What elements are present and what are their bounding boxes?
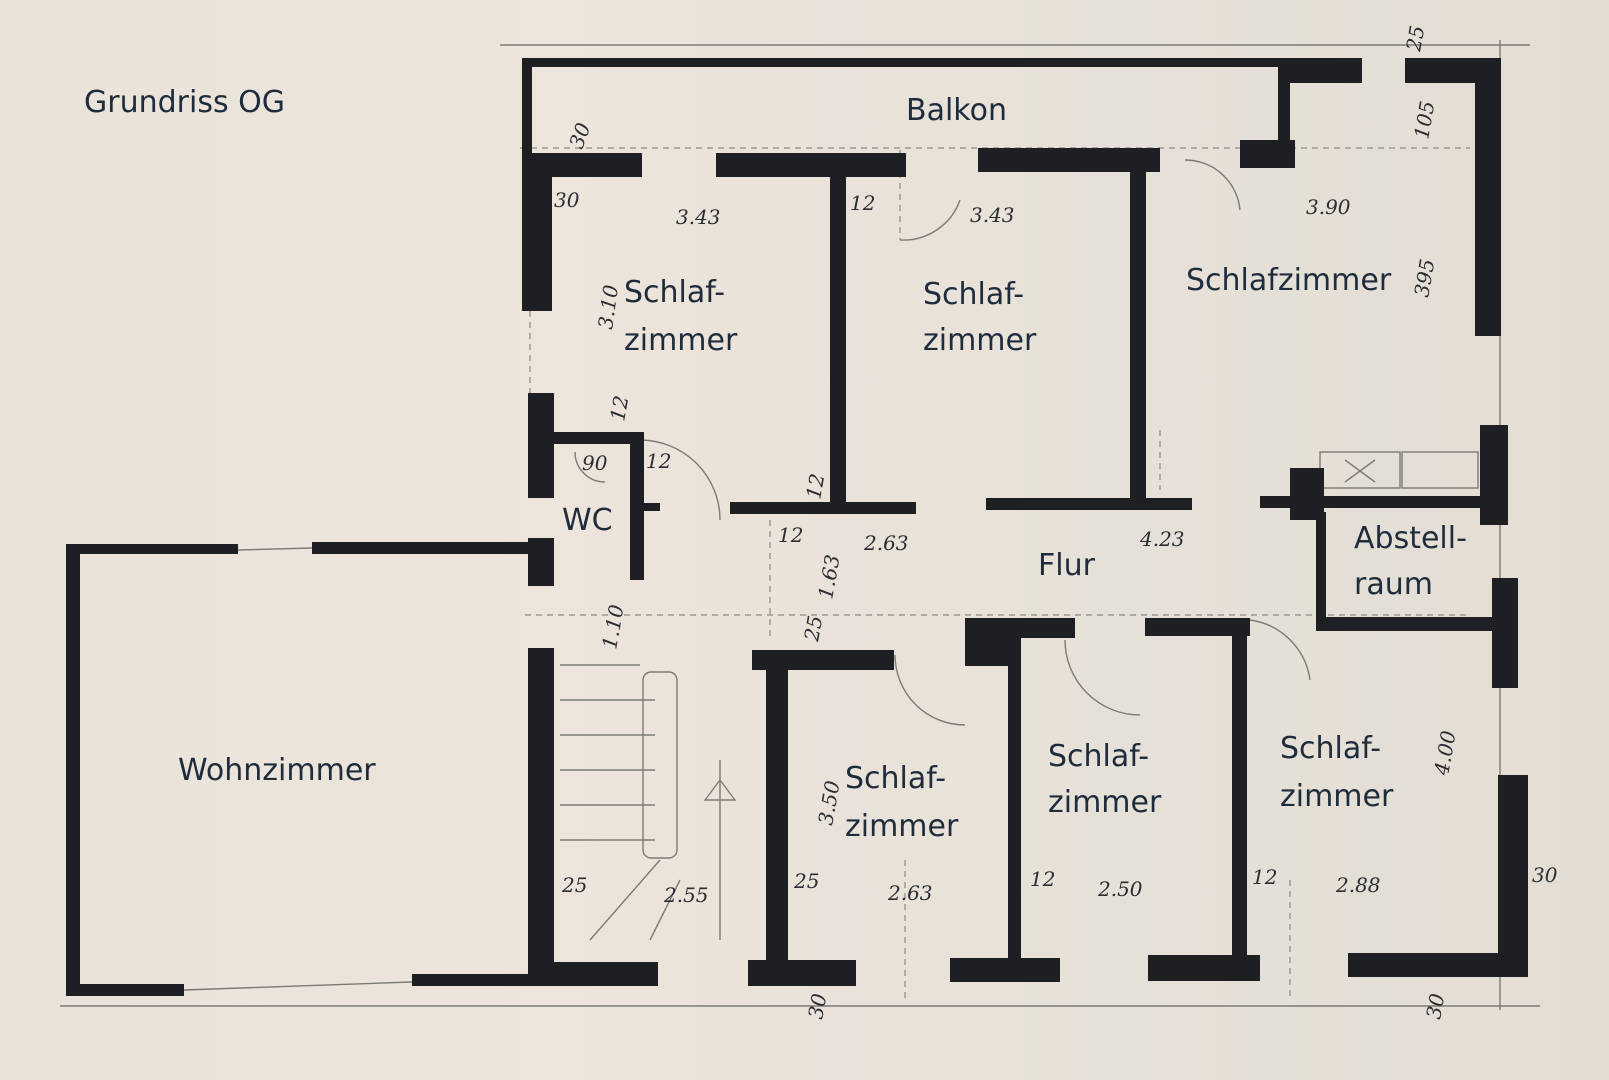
dimension-label: 2.88 <box>1335 873 1381 897</box>
room-label-schlafzimmer-4-line2: zimmer <box>845 809 959 844</box>
dimension-label: 3.43 <box>970 203 1015 227</box>
dimension-label: 105 <box>1409 99 1439 141</box>
room-label-abstellraum-line1: Abstell- <box>1354 521 1467 556</box>
room-labels: Grundriss OG Balkon Schlaf- zimmer Schla… <box>84 85 1467 844</box>
dimension-label: 3.43 <box>676 205 721 229</box>
dimension-label: 4.23 <box>1139 527 1185 551</box>
dimension-label: 2.50 <box>1097 877 1143 901</box>
room-label-schlafzimmer-5-line1: Schlaf- <box>1048 739 1149 774</box>
dimension-label: 30 <box>803 991 831 1021</box>
dimension-label: 12 <box>605 394 633 423</box>
dimension-label: 25 <box>1401 24 1429 54</box>
dimension-label: 90 <box>582 451 608 475</box>
dimension-label: 30 <box>1532 863 1558 887</box>
dimension-label: 12 <box>646 449 671 473</box>
dimension-label: 25 <box>799 614 827 644</box>
dimension-label: 30 <box>554 188 580 212</box>
room-label-schlafzimmer-6-line1: Schlaf- <box>1280 731 1381 766</box>
room-label-schlafzimmer-4-line1: Schlaf- <box>845 761 946 796</box>
dimension-label: 2.63 <box>863 531 909 555</box>
room-label-balkon: Balkon <box>906 93 1007 128</box>
dimension-label: 3.10 <box>593 283 623 331</box>
dimension-label: 1.63 <box>813 553 844 601</box>
plan-title: Grundriss OG <box>84 85 285 120</box>
door-swings <box>574 159 1479 726</box>
dimension-label: 2.55 <box>663 883 709 907</box>
dimension-label: 12 <box>778 523 803 547</box>
dimension-label: 3.50 <box>813 779 844 827</box>
room-label-schlafzimmer-1-line2: zimmer <box>624 323 738 358</box>
dimension-label: 25 <box>793 869 819 893</box>
room-label-schlafzimmer-3: Schlafzimmer <box>1186 263 1392 298</box>
room-label-wc: WC <box>562 503 613 538</box>
dimension-label: 30 <box>564 119 595 151</box>
room-label-abstellraum-line2: raum <box>1354 567 1433 602</box>
dimension-label: 1.10 <box>597 603 628 651</box>
room-label-wohnzimmer: Wohnzimmer <box>178 753 376 788</box>
room-label-schlafzimmer-2-line1: Schlaf- <box>923 277 1024 312</box>
dimension-label: 2.63 <box>887 881 933 905</box>
room-label-schlafzimmer-2-line2: zimmer <box>923 323 1037 358</box>
dimension-label: 395 <box>1409 257 1439 299</box>
room-label-schlafzimmer-1-line1: Schlaf- <box>624 275 725 310</box>
dimension-label: 12 <box>850 191 875 215</box>
dimension-label: 4.00 <box>1429 729 1461 778</box>
room-label-flur: Flur <box>1038 548 1096 583</box>
walls <box>66 58 1528 996</box>
dimension-label: 25 <box>561 873 587 897</box>
room-label-schlafzimmer-5-line2: zimmer <box>1048 785 1162 820</box>
dimension-label: 3.90 <box>1306 195 1351 219</box>
dimension-label: 30 <box>1421 991 1449 1021</box>
dimension-label: 12 <box>1030 867 1055 891</box>
dimension-label: 12 <box>801 472 829 501</box>
room-label-schlafzimmer-6-line2: zimmer <box>1280 779 1394 814</box>
dimension-label: 12 <box>1252 865 1277 889</box>
